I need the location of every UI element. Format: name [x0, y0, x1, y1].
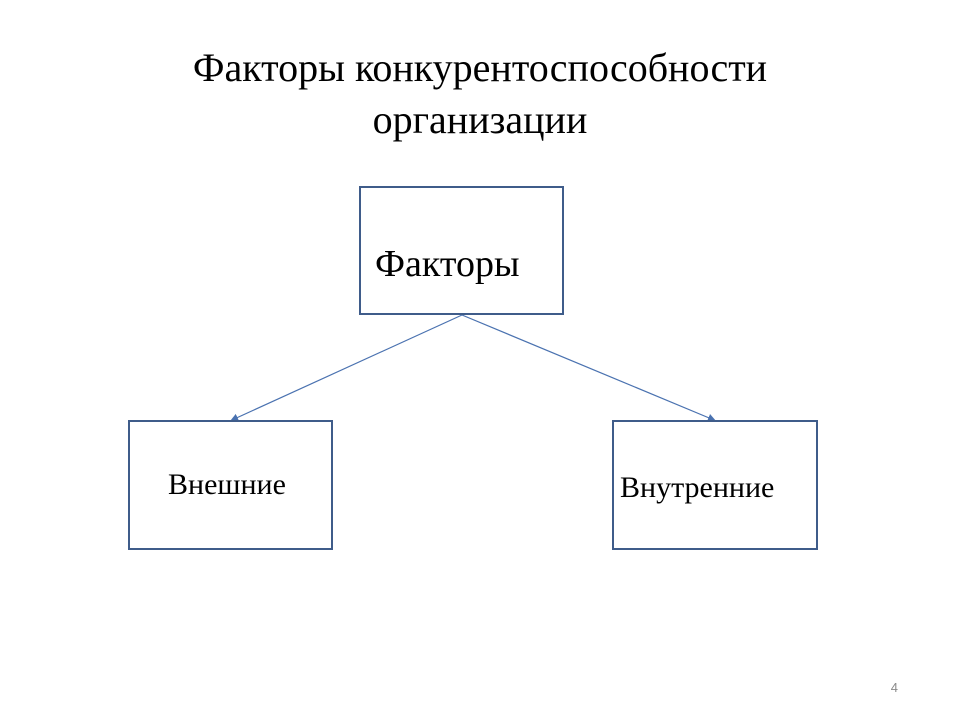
root-factor-box: Факторы [359, 186, 564, 315]
external-factors-label: Внешние [168, 468, 286, 501]
internal-factors-label: Внутренние [620, 471, 775, 504]
connector-root-to-internal [461, 314, 716, 422]
internal-factors-box: Внутренние [612, 420, 818, 550]
root-factor-label: Факторы [375, 243, 520, 285]
external-factors-box: Внешние [128, 420, 333, 550]
slide-title: Факторы конкурентоспособности организаци… [0, 42, 960, 146]
slide-title-line-2: организации [372, 97, 588, 142]
slide-title-line-1: Факторы конкурентоспособности [192, 45, 768, 90]
page-number: 4 [890, 680, 898, 695]
connector-root-to-external [230, 314, 463, 422]
